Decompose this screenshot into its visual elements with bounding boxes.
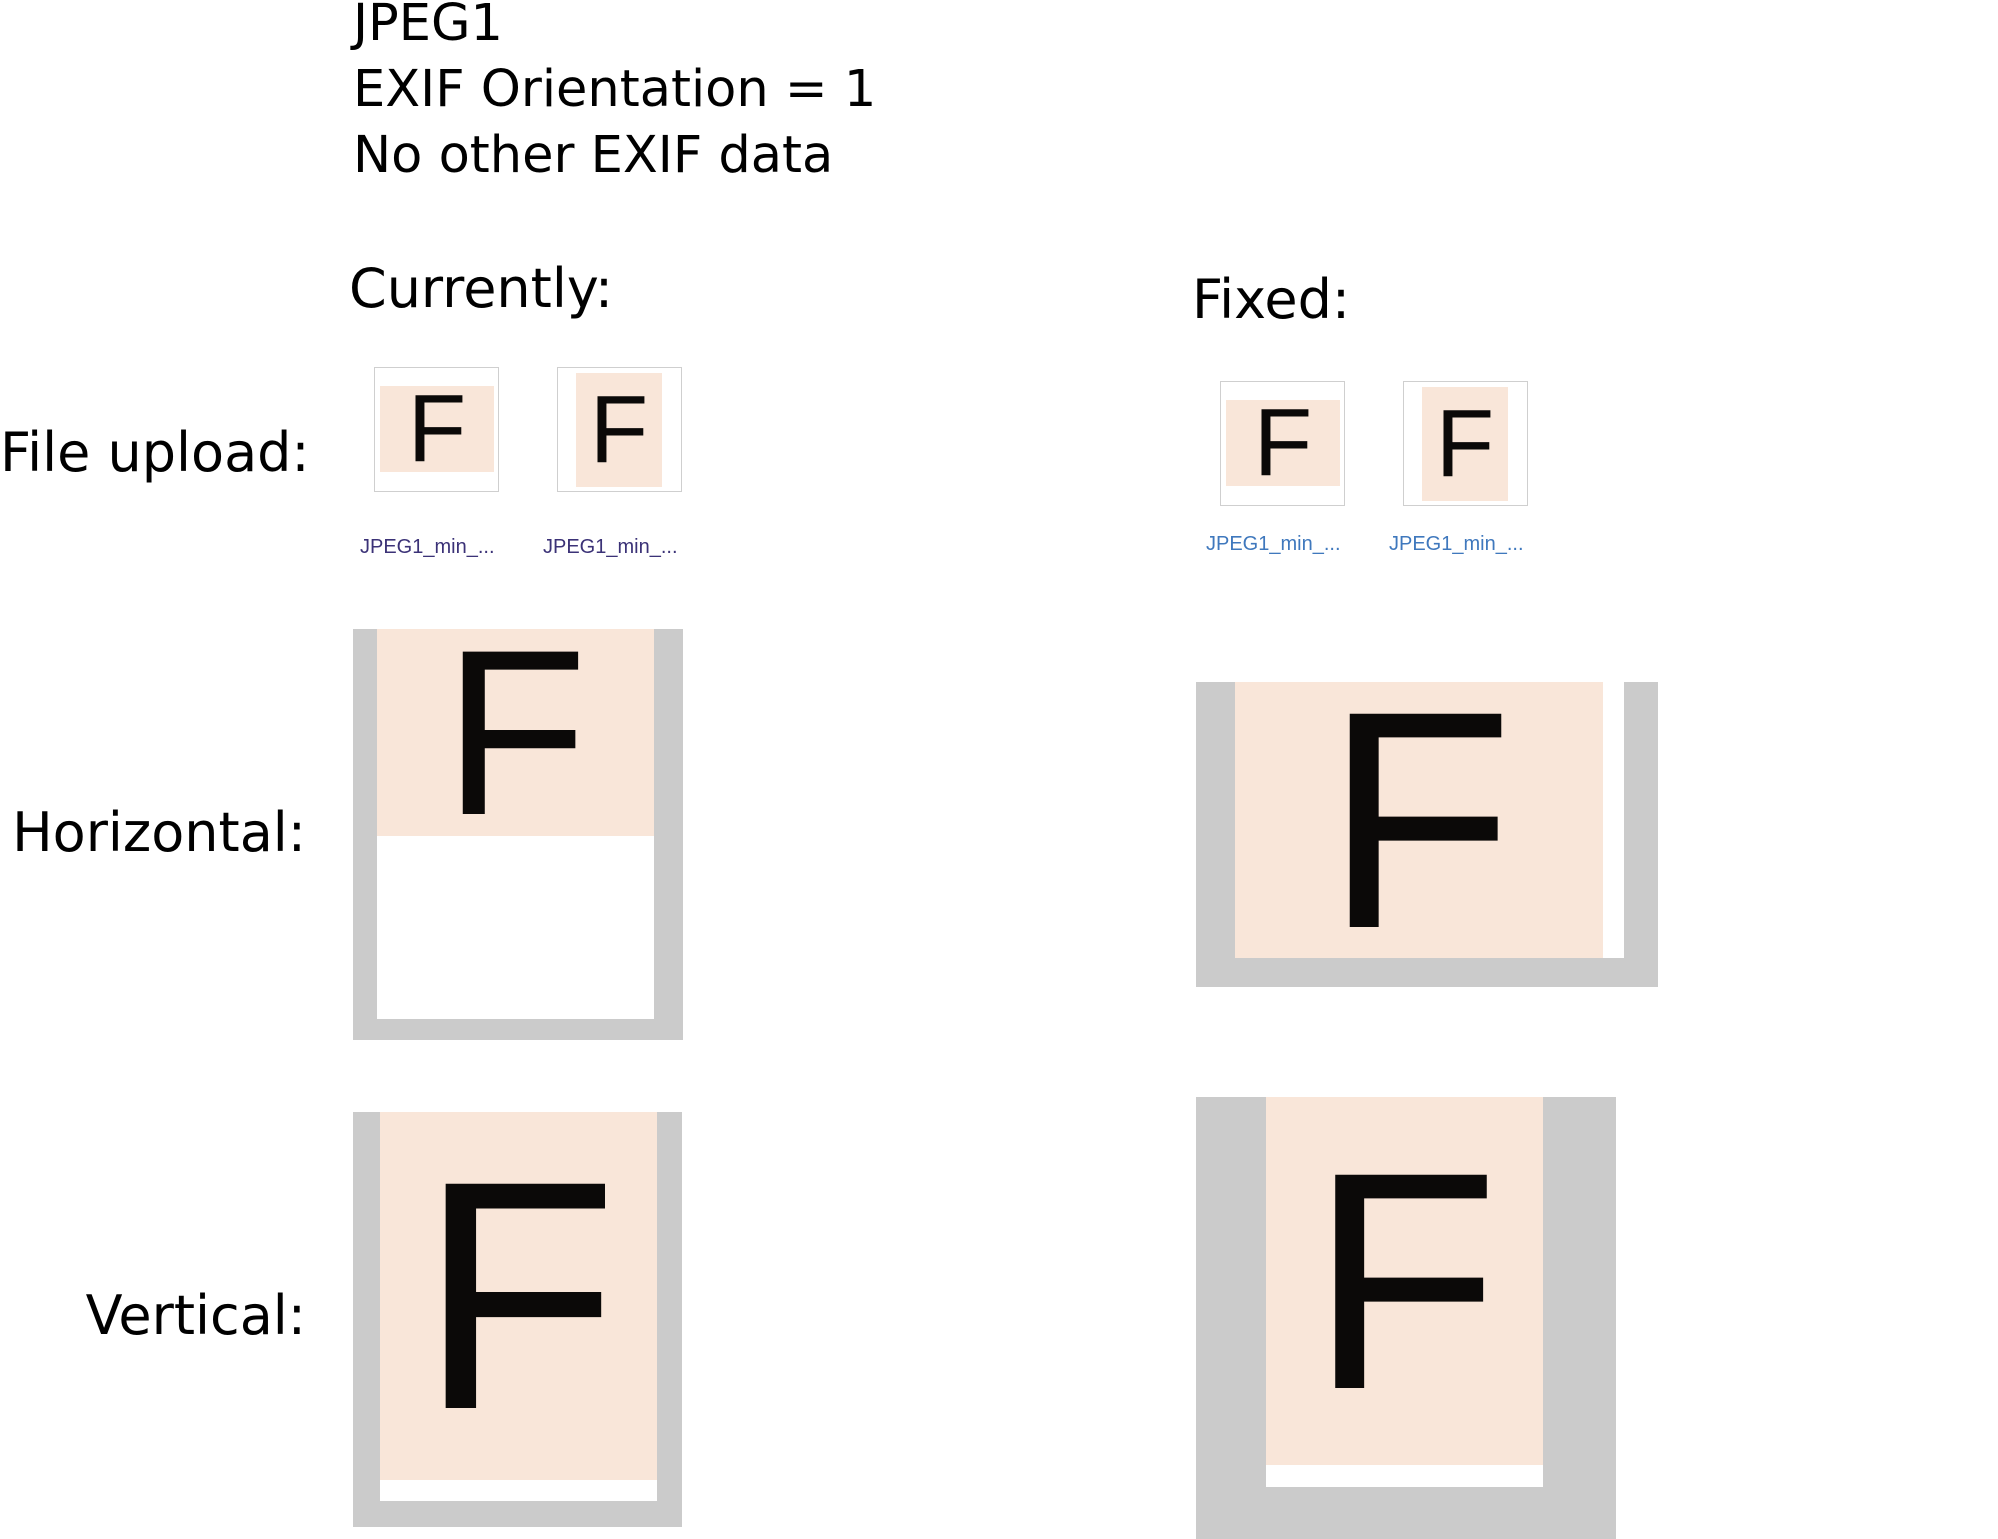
thumbnail-image-fill <box>1226 400 1340 486</box>
thumbnail-caption-current-2[interactable]: JPEG1_min_... <box>543 536 678 558</box>
header-exif-note: No other EXIF data <box>353 126 834 185</box>
letter-f-glyph: F <box>1253 389 1313 496</box>
preview-image <box>380 1112 657 1480</box>
thumbnail-image-fill <box>380 386 494 472</box>
header-title: JPEG1 <box>353 0 503 53</box>
row-label-vertical: Vertical: <box>85 1284 306 1347</box>
letter-f-glyph: F <box>589 376 649 483</box>
thumbnail-caption-current-1[interactable]: JPEG1_min_... <box>360 536 495 558</box>
row-label-horizontal: Horizontal: <box>12 801 306 864</box>
letter-f-glyph: F <box>1435 390 1495 497</box>
thumbnail-caption-fixed-1[interactable]: JPEG1_min_... <box>1206 533 1341 555</box>
column-title-current: Currently: <box>349 257 614 320</box>
preview-image <box>1266 1097 1543 1465</box>
letter-f-glyph: F <box>1324 646 1514 993</box>
preview-image <box>377 629 654 836</box>
letter-f-glyph: F <box>407 375 467 482</box>
preview-frame-current-horizontal: F <box>353 600 683 1040</box>
thumbnail-fixed-2[interactable]: F <box>1403 381 1528 506</box>
thumbnail-caption-fixed-2[interactable]: JPEG1_min_... <box>1389 533 1524 555</box>
column-title-fixed: Fixed: <box>1192 268 1351 331</box>
letter-f-glyph: F <box>443 600 588 865</box>
header-orientation: EXIF Orientation = 1 <box>353 60 877 119</box>
letter-f-glyph: F <box>1309 1107 1500 1454</box>
preview-frame-current-vertical: F <box>353 1112 682 1527</box>
thumbnail-image-fill <box>576 373 662 487</box>
preview-image <box>1235 682 1603 958</box>
preview-frame-fixed-horizontal: F <box>1196 646 1658 993</box>
thumbnail-image-fill <box>1422 387 1508 501</box>
row-label-file-upload: File upload: <box>0 421 310 484</box>
letter-f-glyph: F <box>418 1114 619 1478</box>
thumbnail-current-1[interactable]: F <box>374 367 499 492</box>
preview-frame-fixed-vertical: F <box>1196 1097 1616 1539</box>
thumbnail-fixed-1[interactable]: F <box>1220 381 1345 506</box>
thumbnail-current-2[interactable]: F <box>557 367 682 492</box>
